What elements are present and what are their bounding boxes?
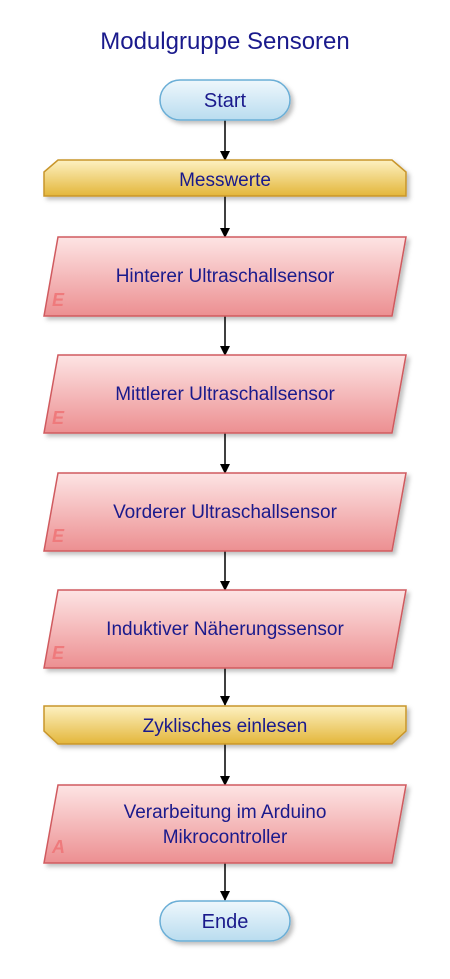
io-marker-e: E	[52, 290, 65, 310]
loop-end-label: Zyklisches einlesen	[143, 716, 308, 737]
start-terminal	[159, 79, 291, 121]
io-marker-e: E	[52, 526, 65, 546]
io-marker-e: E	[52, 408, 65, 428]
io-block-mittlerer-ultraschallsensor	[43, 354, 407, 434]
io-label-vorderer: Vorderer Ultraschallsensor	[113, 502, 338, 523]
io-marker-a: A	[51, 837, 65, 857]
diagram-title: Modulgruppe Sensoren	[100, 28, 350, 55]
io-label-hinterer: Hinterer Ultraschallsensor	[116, 266, 335, 287]
io-label-mittlerer: Mittlerer Ultraschallsensor	[115, 384, 335, 405]
loop-start-label: Messwerte	[179, 170, 271, 191]
io-block-hinterer-ultraschallsensor	[43, 236, 407, 317]
io-block-vorderer-ultraschallsensor	[43, 472, 407, 552]
start-label: Start	[204, 90, 247, 112]
io-block-verarbeitung	[43, 784, 407, 864]
loop-start-block	[43, 159, 407, 197]
io-label-induktiver: Induktiver Näherungssensor	[106, 619, 344, 640]
io-block-induktiver-naeherungssensor	[43, 589, 407, 669]
io-marker-e: E	[52, 643, 65, 663]
io-label-verarbeitung-line1: Verarbeitung im Arduino	[124, 802, 327, 823]
loop-end-block	[43, 705, 407, 745]
end-terminal	[159, 900, 291, 942]
end-label: Ende	[202, 911, 249, 933]
io-label-verarbeitung-line2: Mikrocontroller	[163, 827, 288, 848]
